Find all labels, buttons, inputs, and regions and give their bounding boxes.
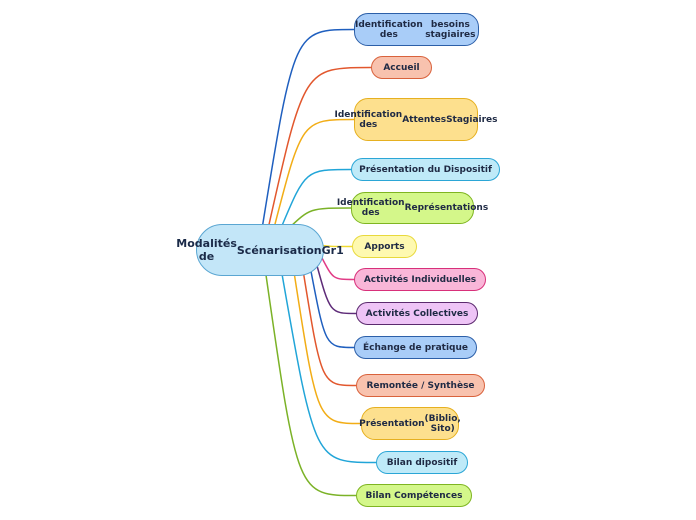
connector-line bbox=[267, 66, 372, 230]
branch-label-line: Activités Individuelles bbox=[363, 274, 477, 285]
connector-line bbox=[309, 265, 355, 349]
branch-topic-4[interactable]: Présentation du Dispositif bbox=[351, 158, 500, 181]
branch-label-line: Présentation du Dispositif bbox=[359, 164, 492, 175]
branch-topic-6[interactable]: Apports bbox=[352, 235, 417, 258]
branch-label-line: Échange de pratique bbox=[362, 342, 469, 353]
branch-label-line: besoins stagiaires bbox=[425, 19, 476, 40]
branch-topic-12[interactable]: Bilan dipositif bbox=[376, 451, 468, 474]
connector-line bbox=[273, 118, 355, 229]
branch-label-line: (Biblio, Sito) bbox=[424, 413, 461, 434]
branch-topic-13[interactable]: Bilan Compétences bbox=[356, 484, 472, 507]
connector-line bbox=[287, 207, 352, 230]
branch-label-line: Attentes bbox=[402, 114, 447, 125]
branch-label-line: Bilan Compétences bbox=[365, 490, 463, 501]
branch-label-line: Remontée / Synthèse bbox=[366, 380, 475, 391]
connector-line bbox=[321, 257, 355, 281]
connector-line bbox=[281, 273, 377, 464]
branch-topic-7[interactable]: Activités Individuelles bbox=[354, 268, 486, 291]
branch-label-line: Identification des bbox=[334, 109, 403, 130]
connector-line bbox=[265, 274, 357, 497]
connector-line bbox=[280, 168, 352, 229]
branch-label-line: Identification des bbox=[355, 19, 423, 40]
branch-topic-9[interactable]: Échange de pratique bbox=[354, 336, 477, 359]
branch-label-line: Apports bbox=[364, 241, 405, 252]
branch-label-line: Présentation bbox=[359, 418, 425, 429]
branch-label-line: Activités Collectives bbox=[365, 308, 469, 319]
branch-topic-2[interactable]: Accueil bbox=[371, 56, 432, 79]
branch-label-line: Représentations bbox=[404, 203, 489, 213]
connector-line bbox=[261, 28, 355, 230]
connector-line bbox=[302, 269, 357, 387]
branch-label-line: Identification des bbox=[336, 198, 405, 218]
connector-line bbox=[315, 261, 357, 315]
connector-line bbox=[293, 271, 362, 425]
branch-topic-11[interactable]: Présentation(Biblio, Sito) bbox=[359, 407, 461, 440]
branch-label-line: Accueil bbox=[383, 62, 420, 73]
branch-topic-10[interactable]: Remontée / Synthèse bbox=[356, 374, 485, 397]
branch-label-line: Bilan dipositif bbox=[386, 457, 458, 468]
branch-topic-8[interactable]: Activités Collectives bbox=[356, 302, 478, 325]
branch-label-line: Stagiaires bbox=[446, 114, 498, 125]
